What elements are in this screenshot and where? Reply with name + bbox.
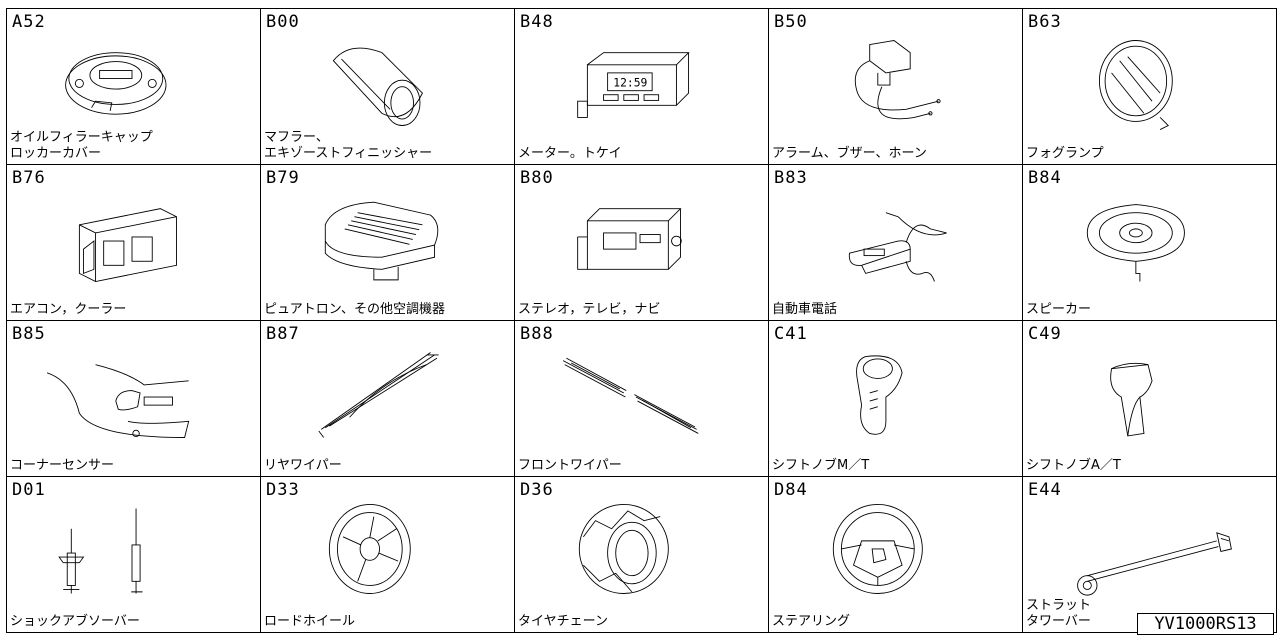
part-cell-b79[interactable]: B79 ピュアトロン、その他空調機器 [261, 165, 515, 321]
part-code: B00 [266, 12, 300, 32]
part-cell-b50[interactable]: B50 アラーム、ブザー、ホーン [769, 9, 1023, 165]
part-code: C41 [774, 324, 808, 344]
part-code: B79 [266, 168, 300, 188]
part-cell-c41[interactable]: C41 シフトノブM／T [769, 321, 1023, 477]
strut-tower-bar-icon [1063, 495, 1233, 607]
part-cell-b87[interactable]: B87 リヤワイパー [261, 321, 515, 477]
meter-clock-icon: 12:59 [555, 27, 725, 139]
part-code: B87 [266, 324, 300, 344]
reference-id: YV1000RS13 [1137, 613, 1274, 635]
stereo-icon [555, 183, 725, 295]
part-cell-b48[interactable]: B48 12:59 メーター。トケイ [515, 9, 769, 165]
part-code: E44 [1028, 480, 1062, 500]
part-cell-c49[interactable]: C49 シフトノブA／T [1023, 321, 1277, 477]
fog-lamp-icon [1063, 27, 1233, 139]
part-cell-b84[interactable]: B84 スピーカー [1023, 165, 1277, 321]
part-code: D33 [266, 480, 300, 500]
part-label: ショックアブソーバー [10, 614, 140, 629]
part-code: B84 [1028, 168, 1062, 188]
part-label: フォグランプ [1026, 146, 1104, 161]
part-cell-b00[interactable]: B00 マフラー、 エキゾーストフィニッシャー [261, 9, 515, 165]
part-code: B48 [520, 12, 554, 32]
part-code: B76 [12, 168, 46, 188]
part-label: ピュアトロン、その他空調機器 [264, 302, 445, 317]
corner-sensor-icon [46, 339, 217, 451]
car-phone-icon [809, 183, 979, 295]
steering-wheel-icon [809, 495, 979, 607]
air-conditioner-icon [47, 183, 217, 295]
part-code: D36 [520, 480, 554, 500]
part-code: B63 [1028, 12, 1062, 32]
part-label: エアコン，クーラー [10, 302, 127, 317]
part-cell-e44[interactable]: E44 ストラット タワーバー [1023, 477, 1277, 633]
part-label: ロードホイール [264, 614, 356, 629]
tire-chain-icon [555, 495, 725, 607]
part-label: マフラー、 エキゾーストフィニッシャー [264, 130, 433, 161]
part-code: B50 [774, 12, 808, 32]
part-label: タイヤチェーン [518, 614, 608, 629]
alarm-buzzer-icon [809, 27, 979, 139]
part-cell-a52[interactable]: A52 オイルフィラーキャップ ロッカーカバー [7, 9, 261, 165]
part-cell-b83[interactable]: B83 自動車電話 [769, 165, 1023, 321]
rear-wiper-icon [301, 339, 471, 451]
part-label: 自動車電話 [772, 302, 838, 317]
road-wheel-icon [301, 495, 471, 607]
part-label: ステレオ，テレビ，ナビ [518, 302, 661, 317]
oil-filler-cap-icon [47, 27, 217, 139]
part-cell-d36[interactable]: D36 タイヤチェーン [515, 477, 769, 633]
part-label: コーナーセンサー [10, 458, 115, 473]
part-label: ストラット タワーバー [1026, 598, 1092, 629]
part-code: B85 [12, 324, 46, 344]
part-cell-b88[interactable]: B88 フロントワイパー [515, 321, 769, 477]
part-cell-b80[interactable]: B80 ステレオ，テレビ，ナビ [515, 165, 769, 321]
part-label: フロントワイパー [518, 458, 622, 473]
parts-index-grid: A52 オイルフィラーキャップ ロッカーカバー B00 マフラー、 エキゾーストフィニ… [6, 8, 1277, 633]
part-label: ステアリング [772, 614, 851, 629]
part-cell-d84[interactable]: D84 ステアリング [769, 477, 1023, 633]
part-cell-d33[interactable]: D33 ロードホイール [261, 477, 515, 633]
part-cell-b63[interactable]: B63 フォグランプ [1023, 9, 1277, 165]
part-code: D84 [774, 480, 808, 500]
air-purifier-icon [301, 183, 471, 295]
part-label: リヤワイパー [264, 458, 342, 473]
shift-knob-mt-icon [809, 339, 979, 451]
part-label: オイルフィラーキャップ ロッカーカバー [10, 130, 153, 161]
part-label: メーター。トケイ [518, 146, 622, 161]
shock-absorber-icon [47, 495, 217, 607]
part-code: A52 [12, 12, 46, 32]
part-label: シフトノブM／T [772, 458, 870, 473]
front-wiper-icon [555, 339, 725, 451]
part-label: スピーカー [1026, 302, 1092, 317]
speaker-icon [1063, 183, 1233, 295]
part-code: D01 [12, 480, 46, 500]
part-label: アラーム、ブザー、ホーン [772, 146, 927, 161]
part-code: B88 [520, 324, 554, 344]
muffler-icon [301, 27, 471, 139]
part-cell-d01[interactable]: D01 ショックアブソーバー [7, 477, 261, 633]
part-cell-b76[interactable]: B76 エアコン，クーラー [7, 165, 261, 321]
part-code: C49 [1028, 324, 1062, 344]
svg-text:12:59: 12:59 [613, 76, 647, 90]
part-code: B83 [774, 168, 808, 188]
part-label: シフトノブA／T [1026, 458, 1121, 473]
shift-knob-at-icon [1063, 339, 1233, 451]
part-code: B80 [520, 168, 554, 188]
part-cell-b85[interactable]: B85 コーナーセンサー [7, 321, 261, 477]
